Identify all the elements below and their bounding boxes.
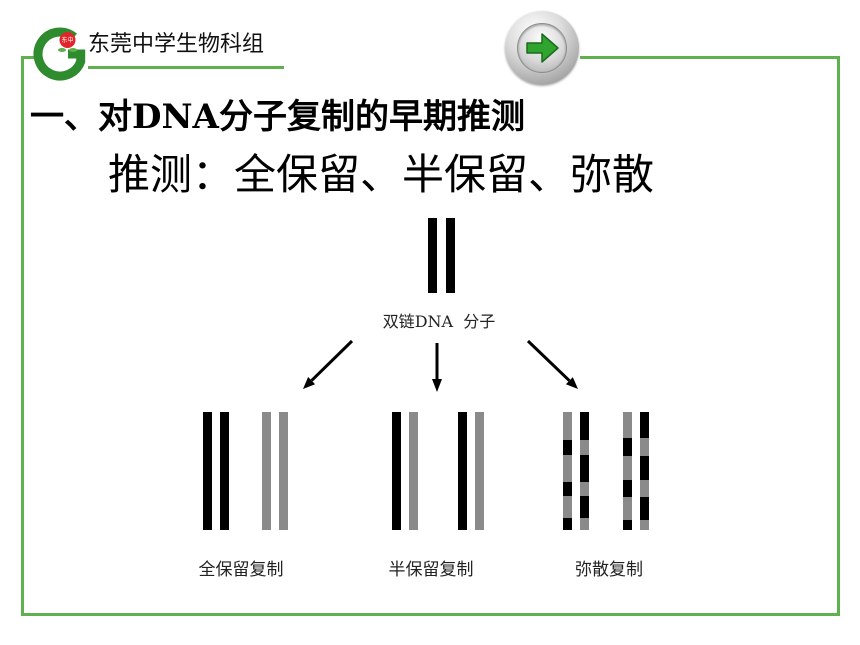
dispersive-segment xyxy=(563,518,572,530)
dispersive-segment xyxy=(563,412,572,440)
logo-badge-text: 东中 xyxy=(61,36,73,44)
dispersive-segment xyxy=(623,412,632,438)
conservative-old-strand-1 xyxy=(203,412,212,530)
dispersive-segment xyxy=(563,496,572,518)
dispersive-segment xyxy=(563,455,572,482)
dispersive-segment xyxy=(640,480,649,497)
dispersive-segment xyxy=(580,440,589,455)
dispersive-segment xyxy=(563,440,572,455)
dispersive-segment xyxy=(580,455,589,482)
semi-old-strand-1 xyxy=(392,412,401,530)
logo-leaf-right xyxy=(69,48,77,52)
parent-strand-1 xyxy=(428,218,437,293)
g-logo-icon: 东中 xyxy=(33,27,86,81)
arrow-to-dispersive xyxy=(526,339,578,389)
semi-new-strand-1 xyxy=(409,412,418,530)
conservative-new-strand-2 xyxy=(279,412,288,530)
dispersive-segment xyxy=(563,482,572,496)
semiconservative-model: 半保留复制 xyxy=(389,412,484,580)
dispersive-segment xyxy=(640,520,649,530)
parent-label: 双链DNA 分子 xyxy=(383,312,496,331)
frame-border-right xyxy=(837,56,840,616)
dispersive-label: 弥散复制 xyxy=(575,560,643,580)
dispersive-segment xyxy=(623,497,632,520)
frame-border-top-right xyxy=(580,56,840,59)
conservative-old-strand-2 xyxy=(220,412,229,530)
dispersive-segment xyxy=(623,520,632,530)
logo-g-shape xyxy=(33,27,86,81)
group-name-underline xyxy=(88,66,284,69)
dispersive-segment xyxy=(580,496,589,518)
semi-new-strand-2 xyxy=(475,412,484,530)
semiconservative-label: 半保留复制 xyxy=(389,560,474,580)
frame-border-top-left xyxy=(21,56,38,59)
dispersive-segment xyxy=(640,497,649,520)
dispersive-segment xyxy=(623,456,632,480)
conservative-new-strand-1 xyxy=(262,412,271,530)
dispersive-segment xyxy=(580,412,589,440)
dispersive-segment xyxy=(640,456,649,480)
parent-strand-2 xyxy=(446,218,455,293)
frame-border-bottom xyxy=(21,613,840,616)
frame-border-left xyxy=(21,56,24,616)
semi-old-strand-2 xyxy=(458,412,467,530)
dispersive-model: 弥散复制 xyxy=(563,412,649,580)
conservative-label: 全保留复制 xyxy=(199,560,284,580)
dispersive-segment xyxy=(580,518,589,530)
dispersive-segment xyxy=(580,482,589,496)
dispersive-segment xyxy=(640,438,649,456)
next-slide-button[interactable] xyxy=(505,11,579,85)
next-slide-button-inner[interactable] xyxy=(517,23,567,73)
logo-badge xyxy=(59,32,76,48)
conservative-model: 全保留复制 xyxy=(199,412,288,580)
arrow-to-semiconservative xyxy=(432,343,442,392)
dispersive-segment xyxy=(623,480,632,497)
dispersive-segment xyxy=(623,438,632,456)
logo-leaf-left xyxy=(58,48,66,52)
arrow-right-icon[interactable] xyxy=(518,24,566,72)
arrow-to-conservative xyxy=(303,339,354,389)
group-name: 东莞中学生物科组 xyxy=(88,32,265,57)
slide-heading: 一、对DNA分子复制的早期推测 xyxy=(30,97,525,137)
slide-subheading: 推测：全保留、半保留、弥散 xyxy=(108,150,655,199)
dispersive-segment xyxy=(640,412,649,438)
